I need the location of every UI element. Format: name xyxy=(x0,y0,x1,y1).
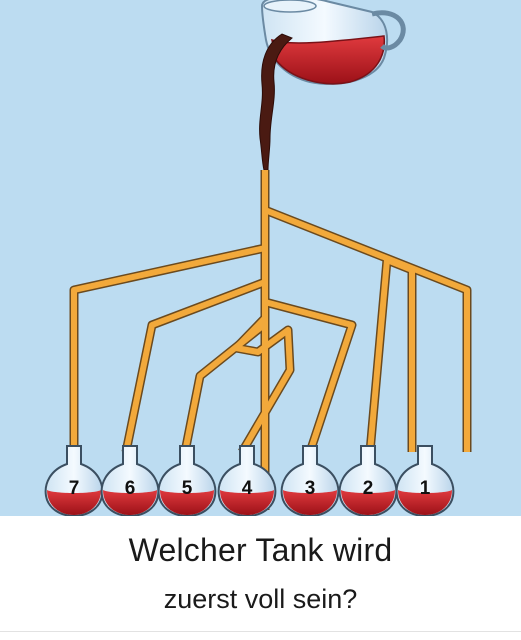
flask-number: 1 xyxy=(420,478,431,499)
pipe-network xyxy=(71,170,470,510)
question-caption: Welcher Tank wird zuerst voll sein? xyxy=(0,516,521,640)
flask-number: 5 xyxy=(182,478,193,499)
bottom-divider xyxy=(0,631,521,632)
flask-number: 3 xyxy=(305,478,316,499)
question-line-1: Welcher Tank wird xyxy=(128,532,393,568)
flask-number: 4 xyxy=(242,478,253,499)
pitcher-icon xyxy=(260,0,406,85)
pipe-puzzle-drawing: 7 6 5 4 3 xyxy=(44,0,472,516)
puzzle-illustration: 7 6 5 4 3 xyxy=(0,0,521,516)
flask-1: 1 xyxy=(395,445,455,516)
flask-3: 3 xyxy=(280,445,340,516)
flask-2: 2 xyxy=(338,445,398,516)
flask-number: 7 xyxy=(69,478,80,499)
flask-number: 6 xyxy=(125,478,136,499)
flask-number: 2 xyxy=(363,478,374,499)
question-line-2: zuerst voll sein? xyxy=(163,584,358,614)
